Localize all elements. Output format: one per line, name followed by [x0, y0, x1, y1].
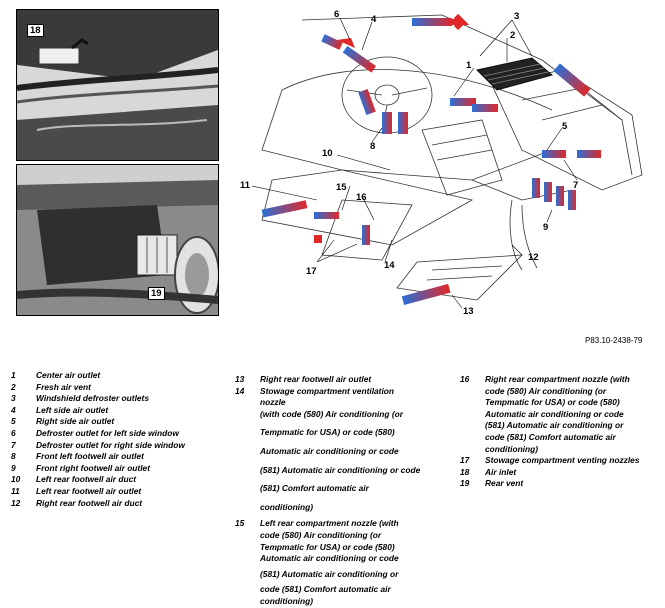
- figure-id: P83.10-2438-79: [585, 336, 643, 345]
- callout-14: 14: [384, 260, 395, 271]
- callout-1: 1: [466, 60, 472, 71]
- ventilation-diagram: [251, 13, 643, 309]
- photo-rear-vent: 19: [16, 164, 219, 316]
- callout-12: 12: [528, 252, 539, 263]
- callout-8: 8: [370, 141, 376, 152]
- callout-5: 5: [562, 121, 568, 132]
- callout-9: 9: [543, 222, 549, 233]
- callout-2: 2: [510, 30, 516, 41]
- callout-19: 19: [148, 287, 165, 300]
- callout-7: 7: [573, 180, 579, 191]
- legend-column-3: 16 Right rear compartment nozzle (with c…: [460, 374, 660, 490]
- photo-air-inlet: 18: [16, 9, 219, 161]
- callout-18: 18: [27, 24, 44, 37]
- legend-item: 15 Left rear compartment nozzle (with co…: [235, 518, 399, 606]
- callout-4: 4: [371, 14, 377, 25]
- callout-13: 13: [463, 306, 474, 317]
- callout-10: 10: [322, 148, 333, 159]
- legend-item: 14 Stowage compartment ventilation nozzl…: [235, 385, 421, 512]
- callout-6: 6: [334, 9, 340, 20]
- callout-3: 3: [514, 11, 520, 22]
- callout-11: 11: [240, 180, 251, 191]
- callout-16: 16: [356, 192, 367, 203]
- callout-17: 17: [306, 266, 317, 277]
- callout-15: 15: [336, 182, 347, 193]
- legend-item: 16 Right rear compartment nozzle (with c…: [460, 374, 630, 454]
